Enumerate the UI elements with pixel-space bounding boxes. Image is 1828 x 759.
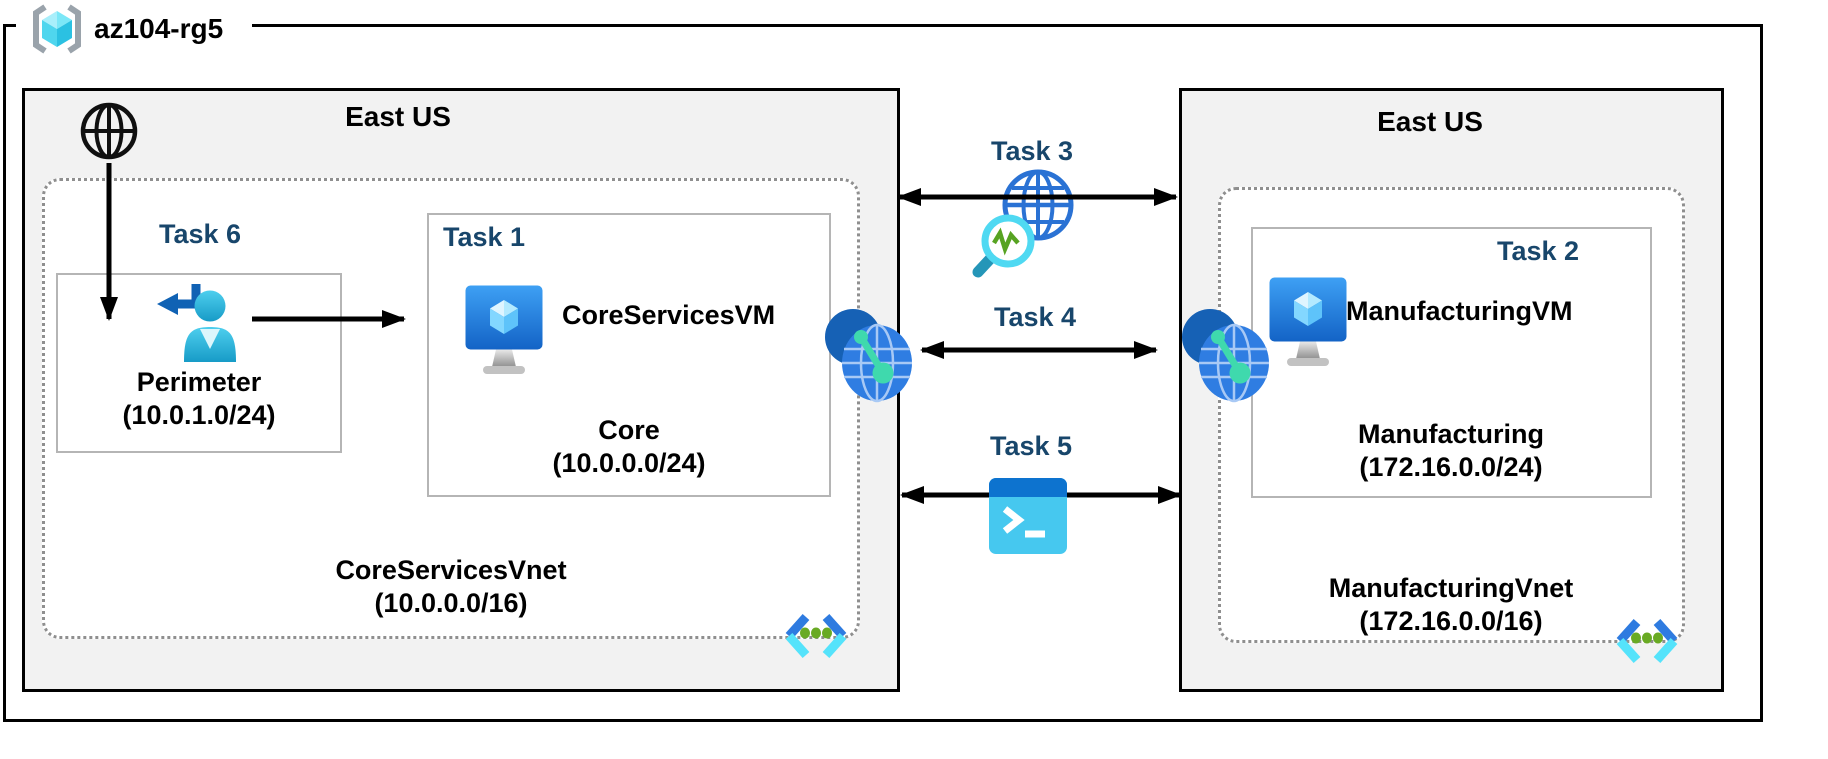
subnet-cidr: (172.16.0.0/24) xyxy=(1359,452,1543,482)
user-redirect-icon xyxy=(157,284,236,362)
core-subnet-label: Core (10.0.0.0/24) xyxy=(552,414,705,480)
resource-group-icon xyxy=(33,4,81,54)
vnet-peering-icon xyxy=(825,309,912,403)
subnet-cidr: (10.0.1.0/24) xyxy=(122,400,276,430)
core-subnet-card xyxy=(427,213,831,497)
region-left-location: East US xyxy=(345,101,451,132)
vnet-name: ManufacturingVnet xyxy=(1328,573,1574,603)
subnet-icon xyxy=(1616,618,1678,664)
vnet-peering-icon xyxy=(1182,309,1269,403)
task3-label: Task 3 xyxy=(990,136,1074,166)
internet-globe-icon xyxy=(80,102,138,160)
manufacturing-subnet-label: Manufacturing (172.16.0.0/24) xyxy=(1358,418,1544,484)
vnet-cidr: (10.0.0.0/16) xyxy=(374,588,528,618)
task1-label: Task 1 xyxy=(443,222,526,252)
task2-label: Task 2 xyxy=(1496,236,1580,266)
vnet-label-manufacturing: ManufacturingVnet (172.16.0.0/16) xyxy=(1329,572,1574,638)
task5-label: Task 5 xyxy=(989,431,1073,461)
manufacturing-vm-name: ManufacturingVM xyxy=(1346,296,1573,326)
perimeter-subnet-label: Perimeter (10.0.1.0/24) xyxy=(122,366,275,432)
task6-label: Task 6 xyxy=(158,219,242,249)
subnet-cidr: (10.0.0.0/24) xyxy=(552,448,706,478)
core-vm-name: CoreServicesVM xyxy=(562,300,776,330)
vnet-label-coreservices: CoreServicesVnet (10.0.0.0/16) xyxy=(335,554,566,620)
resource-group-name: az104-rg5 xyxy=(94,13,224,44)
region-right-location: East US xyxy=(1377,106,1483,137)
cloud-shell-icon xyxy=(989,478,1067,554)
subnet-name: Manufacturing xyxy=(1358,419,1544,449)
network-watcher-icon xyxy=(972,169,1074,278)
vnet-name: CoreServicesVnet xyxy=(335,555,567,585)
subnet-icon xyxy=(785,613,847,659)
task4-label: Task 4 xyxy=(993,302,1077,332)
subnet-name: Core xyxy=(598,415,660,445)
virtual-machine-icon xyxy=(465,285,543,374)
virtual-machine-icon xyxy=(1269,277,1347,366)
subnet-name: Perimeter xyxy=(136,367,262,397)
vnet-cidr: (172.16.0.0/16) xyxy=(1359,606,1543,636)
